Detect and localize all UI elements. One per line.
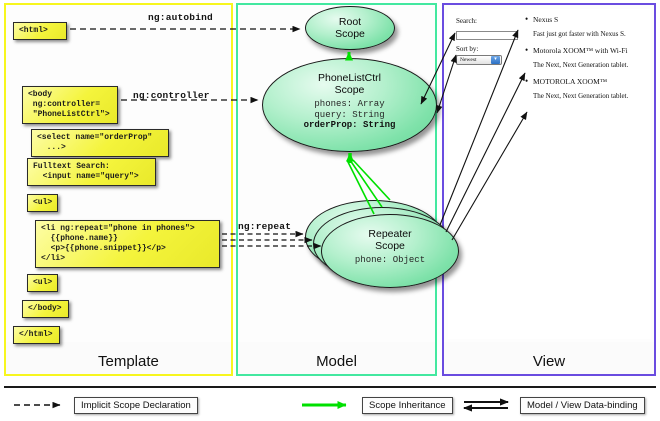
column-label-template: Template <box>98 353 159 370</box>
phone-list: Nexus S Fast just got faster with Nexus … <box>524 14 648 108</box>
scope-prop-query: query: String <box>314 109 385 120</box>
scope-repeater-front: Repeater Scope phone: Object <box>321 214 459 288</box>
phone-snippet: The Next, Next Generation tablet. <box>533 61 629 69</box>
code-box-ul-close: <ul> <box>27 274 58 292</box>
wire-label-autobind: ng:autobind <box>148 12 213 23</box>
code-box-fulltext-search: Fulltext Search: <input name="query"> <box>27 158 156 186</box>
column-view: Search: Sort by: Newest ▾ Nexus S Fast j… <box>442 3 656 376</box>
view-browser-render: Search: Sort by: Newest ▾ Nexus S Fast j… <box>448 9 651 339</box>
legend-scope-inheritance: Scope Inheritance <box>298 396 453 414</box>
sort-by-selected-value: Newest <box>460 57 477 63</box>
scope-root-title-2: Scope <box>335 28 365 40</box>
code-box-html-open: <html> <box>13 22 67 40</box>
wire-label-repeat: ng:repeat <box>238 221 292 232</box>
legend-divider <box>4 386 656 388</box>
sort-by-select[interactable]: Newest ▾ <box>456 55 502 65</box>
green-arrow-icon <box>302 401 347 409</box>
chevron-down-icon: ▾ <box>491 56 500 64</box>
scope-ctrl-props: phones: Array query: String orderProp: S… <box>263 99 436 131</box>
scope-ctrl-title-1: PhoneListCtrl <box>317 72 382 84</box>
phone-snippet: The Next, Next Generation tablet. <box>533 92 629 100</box>
phone-name[interactable]: MOTOROLA XOOM™ <box>524 76 648 87</box>
scope-ctrl-title-2: Scope <box>334 84 365 96</box>
scope-repeater-props: phone: Object <box>322 255 458 266</box>
legend-label-inheritance: Scope Inheritance <box>362 396 453 414</box>
view-search-form: Search: Sort by: Newest ▾ <box>456 17 520 65</box>
scope-repeater-title-2: Scope <box>375 240 405 252</box>
scope-root: Root Scope <box>305 6 395 50</box>
column-label-view: View <box>532 353 566 370</box>
search-label: Search: <box>456 17 477 25</box>
list-item[interactable]: Motorola XOOM™ with Wi-Fi The Next, Next… <box>524 45 648 70</box>
scope-prop-phone: phone: Object <box>354 255 426 265</box>
code-box-ul-open: <ul> <box>27 194 58 212</box>
code-box-body-tag: <body ng:controller= "PhoneListCtrl"> <box>22 86 118 124</box>
column-label-model: Model <box>316 353 357 370</box>
phone-name[interactable]: Nexus S <box>524 14 648 25</box>
column-model-body <box>238 5 435 342</box>
code-box-body-close: </body> <box>22 300 69 318</box>
legend-label-databinding: Model / View Data-binding <box>520 396 645 414</box>
scope-prop-phones: phones: Array <box>314 99 385 109</box>
scope-phonelistctrl: PhoneListCtrl Scope phones: Array query:… <box>262 58 437 152</box>
legend-model-view-data-binding: Model / View Data-binding <box>456 396 645 414</box>
code-box-html-close: </html> <box>13 326 60 344</box>
legend-label-implicit: Implicit Scope Declaration <box>74 396 198 414</box>
scope-prop-orderprop: orderProp: String <box>303 120 396 130</box>
dashed-arrow-icon <box>14 401 61 409</box>
list-item[interactable]: MOTOROLA XOOM™ The Next, Next Generation… <box>524 76 648 101</box>
code-box-li-repeat: <li ng:repeat="phone in phones"> {{phone… <box>35 220 220 268</box>
legend-implicit-scope-declaration: Implicit Scope Declaration <box>10 396 198 414</box>
column-template: Template <box>4 3 233 376</box>
phone-snippet: Fast just got faster with Nexus S. <box>533 30 626 38</box>
list-item[interactable]: Nexus S Fast just got faster with Nexus … <box>524 14 648 39</box>
code-box-select-tag: <select name="orderProp" ...> <box>31 129 169 157</box>
sort-label: Sort by: <box>456 45 479 53</box>
wire-label-controller: ng:controller <box>133 90 210 101</box>
phone-name[interactable]: Motorola XOOM™ with Wi-Fi <box>524 45 648 56</box>
scope-repeater-title-1: Repeater <box>368 228 412 240</box>
double-arrow-icon <box>463 398 509 412</box>
search-input[interactable] <box>456 31 518 40</box>
scope-root-title-1: Root <box>338 16 362 28</box>
